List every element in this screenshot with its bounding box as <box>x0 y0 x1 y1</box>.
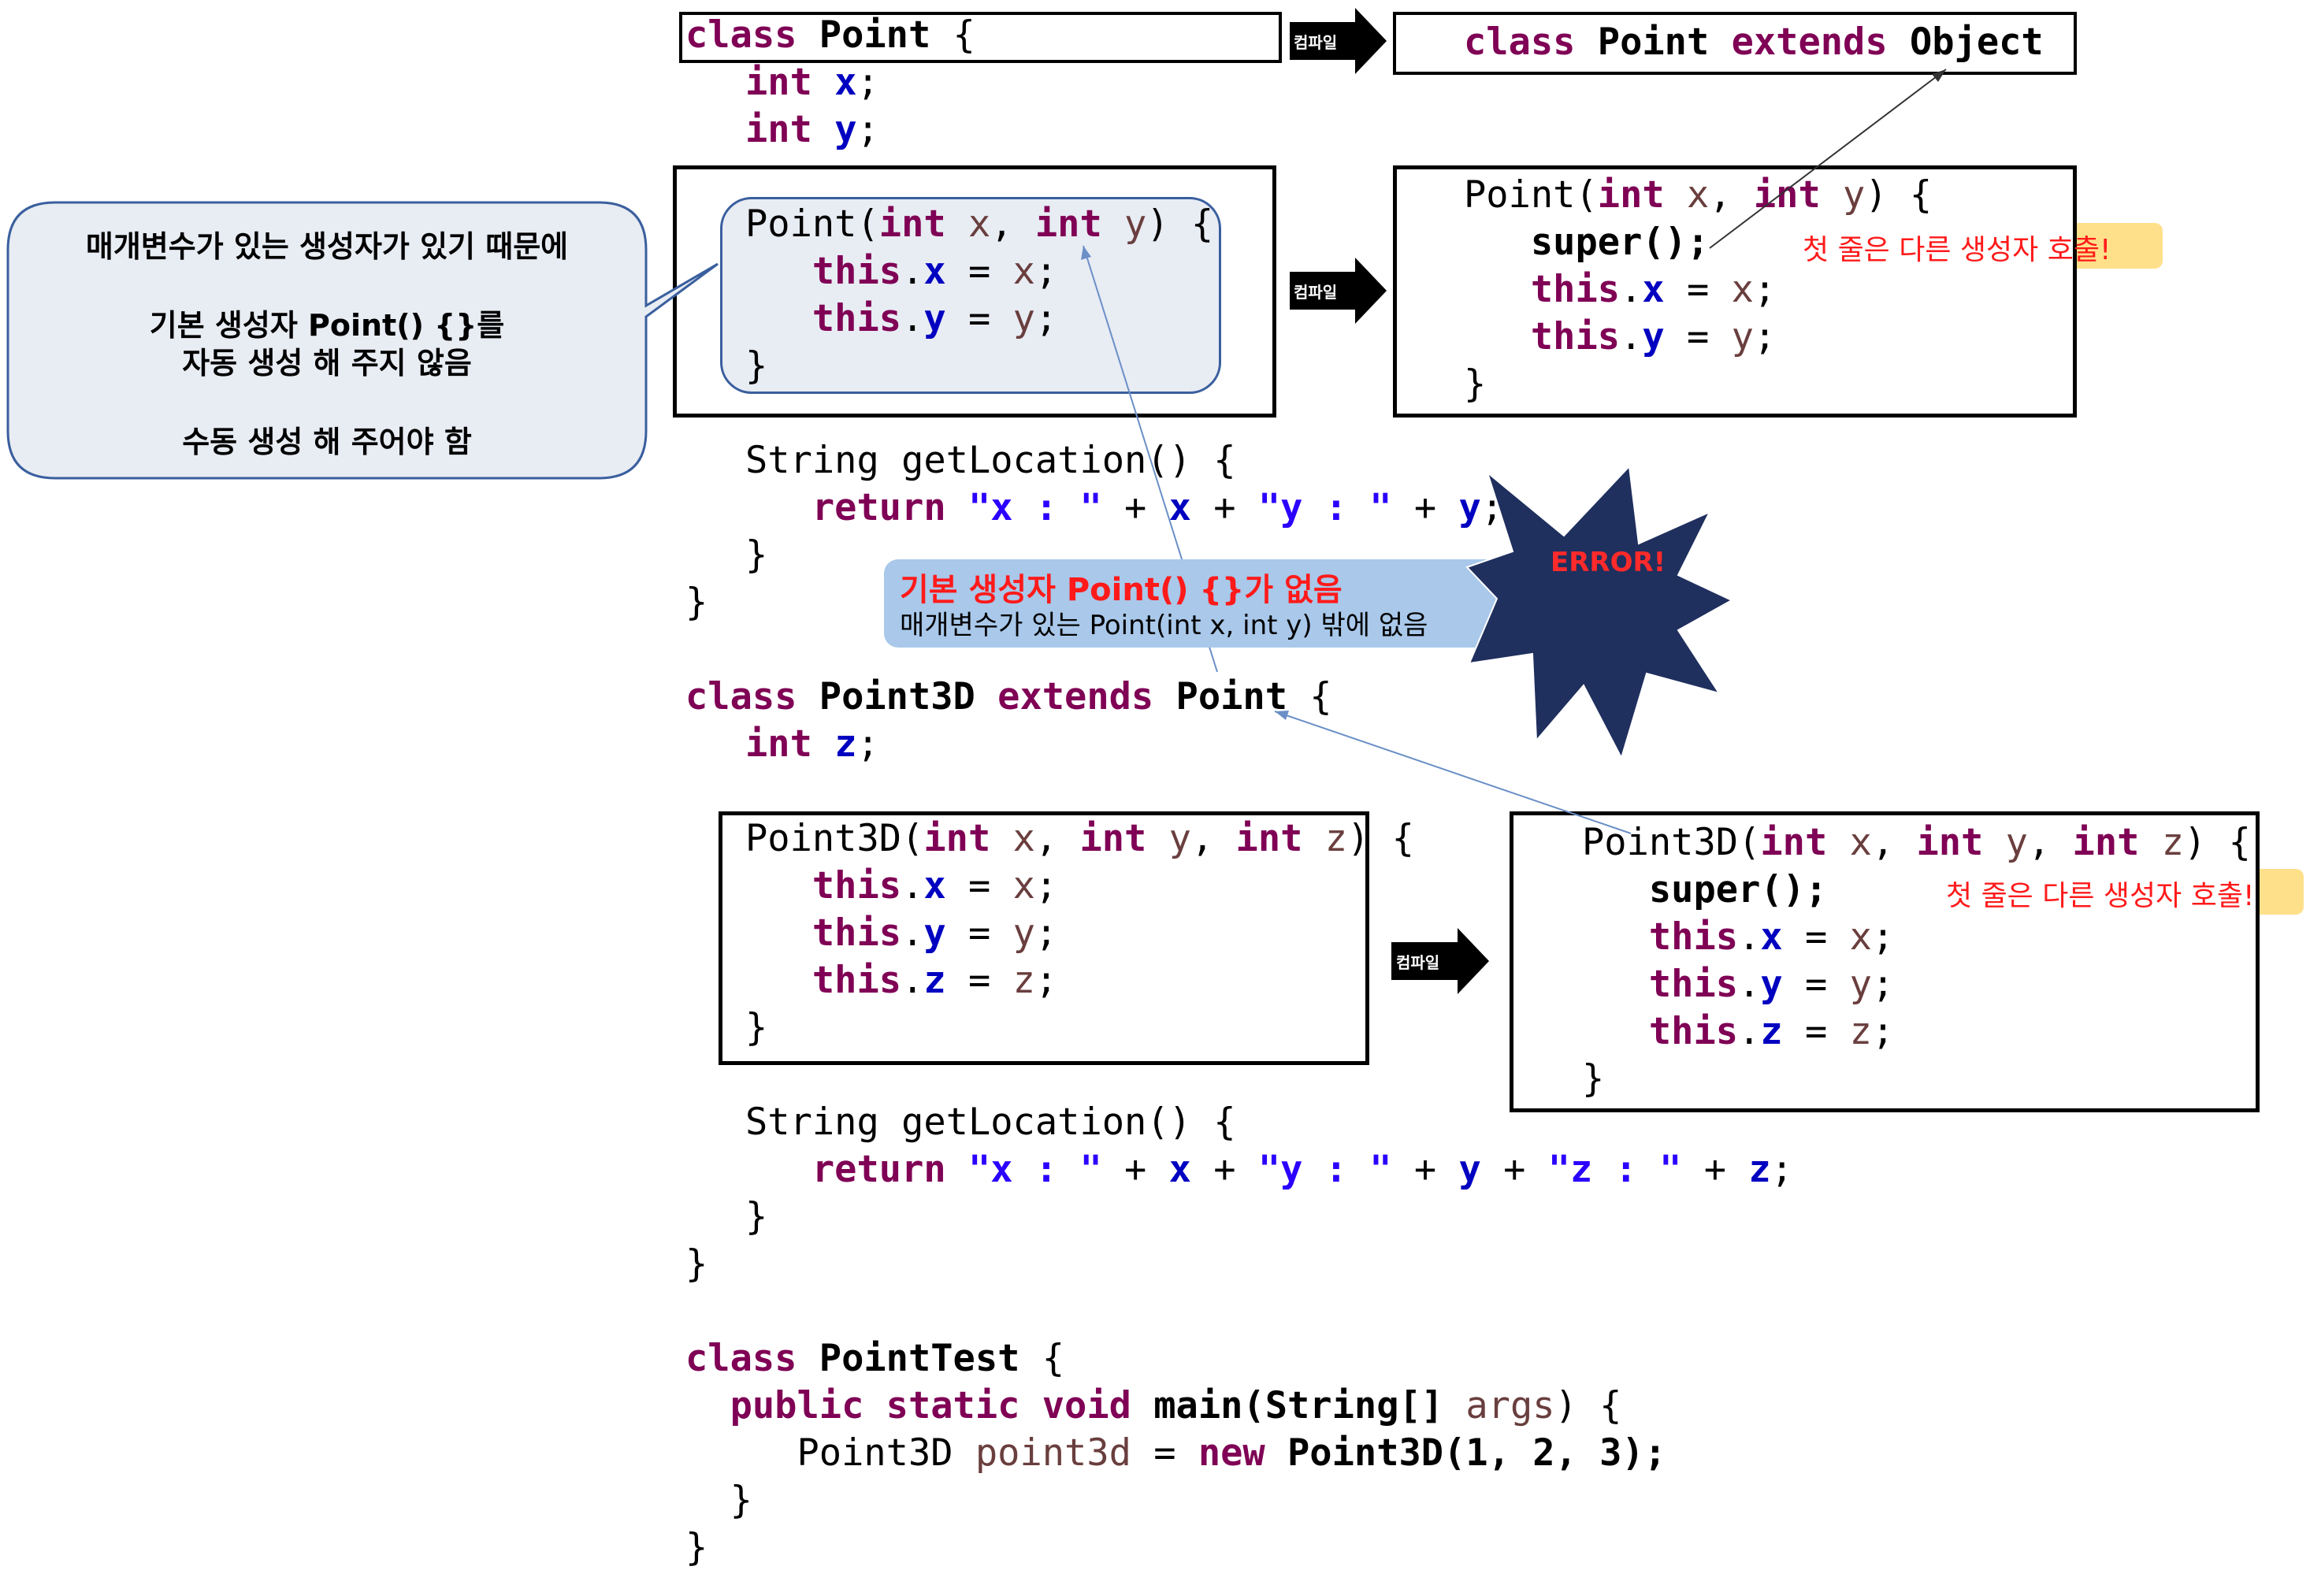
left-bubble-shape <box>6 201 719 480</box>
bubble-line-4: 수동 생성 해 주어야 함 <box>182 425 472 459</box>
first-line-note-point3d: 첫 줄은 다른 생성자 호출! <box>1946 880 2255 912</box>
compile-arrow-2 <box>1290 258 1387 324</box>
point-constructor-rounded <box>720 197 1221 394</box>
compiled-class-decl: class Point extends Object <box>1464 20 2044 64</box>
point-field-y: int y; <box>745 108 879 151</box>
point-constructor-code: Point(int x, int y) { this.x = x; this.y… <box>745 202 1214 388</box>
class-point3d-header: class Point3D extends Point { <box>685 675 1332 718</box>
compiled-point-constructor-code: Point(int x, int y) { super(); this.x = … <box>1464 173 1933 406</box>
bubble-line-3: 자동 생성 해 주지 않음 <box>182 346 472 380</box>
bubble-line-2: 기본 생성자 Point() {}를 <box>149 308 505 343</box>
compile-arrow-1 <box>1290 8 1387 74</box>
compile-arrow-3 <box>1391 928 1489 994</box>
point3d-constructor-box <box>719 811 1369 1065</box>
error-callout-title: 기본 생성자 Point() {}가 없음 <box>900 572 1343 608</box>
pointtest-class: class PointTest { public static void mai… <box>685 1337 1667 1569</box>
compiled-object-box <box>1393 12 2077 75</box>
point3d-field-z: int z; <box>745 722 879 766</box>
point3d-getlocation: String getLocation() { return "x : " + x… <box>745 1100 1793 1238</box>
compile-label-1: 컴파일 <box>1294 33 1338 52</box>
point-getlocation: String getLocation() { return "x : " + x… <box>745 439 1504 577</box>
compile-label-3: 컴파일 <box>1396 953 1440 972</box>
bubble-line-1: 매개변수가 있는 생성자가 있기 때문에 <box>85 229 569 264</box>
error-star <box>1465 464 1734 760</box>
compiled-point3d-constructor-code: Point3D(int x, int y, int z) { super(); … <box>1582 821 2251 1100</box>
compiled-point3d-constructor-box <box>1510 811 2260 1112</box>
point-close-brace: } <box>685 581 708 624</box>
compiled-point-constructor-box <box>1393 165 2077 418</box>
error-callout-box <box>884 559 1577 648</box>
point3d-close-brace: } <box>685 1242 708 1286</box>
class-point-header-box <box>679 12 1282 63</box>
first-line-note-point: 첫 줄은 다른 생성자 호출! <box>1803 234 2111 266</box>
point3d-constructor-code: Point3D(int x, int y, int z) { this.x = … <box>745 817 1414 1049</box>
class-point-header: class Point { <box>685 13 975 57</box>
error-star-label: ERROR! <box>1551 547 1666 578</box>
point-field-x: int x; <box>745 61 879 104</box>
compile-label-2: 컴파일 <box>1294 283 1338 302</box>
error-callout-detail: 매개변수가 있는 Point(int x, int y) 밖에 없음 <box>900 610 1428 641</box>
